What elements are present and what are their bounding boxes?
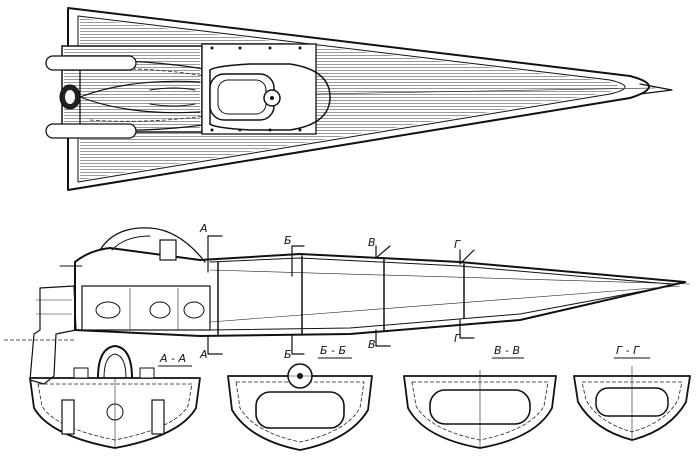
marker-g-top: Г — [454, 238, 461, 251]
marker-v-bottom: В — [368, 338, 376, 351]
section-a-a — [29, 345, 201, 449]
bow-tip — [639, 83, 673, 95]
outboard-motor — [29, 285, 77, 385]
marker-b-bottom: Б — [284, 348, 292, 361]
profile-view — [4, 227, 691, 385]
marker-g-bottom: Г — [454, 332, 461, 345]
marker-a-top: А — [199, 222, 208, 235]
section-b-b — [227, 363, 373, 451]
section-title-a: А - А — [159, 352, 186, 365]
profile-windscreen — [99, 227, 206, 263]
marker-b-top: Б — [284, 234, 292, 247]
profile-keel — [74, 281, 686, 337]
plan-hull-inner — [77, 15, 626, 183]
section-title-g: Г - Г — [616, 344, 640, 357]
section-v-v — [403, 370, 557, 449]
section-title-v: В - В — [494, 344, 520, 357]
seat-back-arc — [97, 345, 133, 379]
section-title-b: Б - Б — [320, 344, 346, 357]
plan-view — [45, 7, 673, 191]
section-markers — [207, 235, 475, 355]
section-g-g — [573, 366, 691, 441]
engine-gondola-bottom — [45, 123, 137, 139]
marker-a-bottom: А — [199, 348, 208, 361]
opening-b — [255, 391, 345, 429]
cockpit-opening — [209, 63, 331, 131]
engine-gondola-top — [45, 55, 137, 71]
marker-v-top: В — [368, 236, 376, 249]
